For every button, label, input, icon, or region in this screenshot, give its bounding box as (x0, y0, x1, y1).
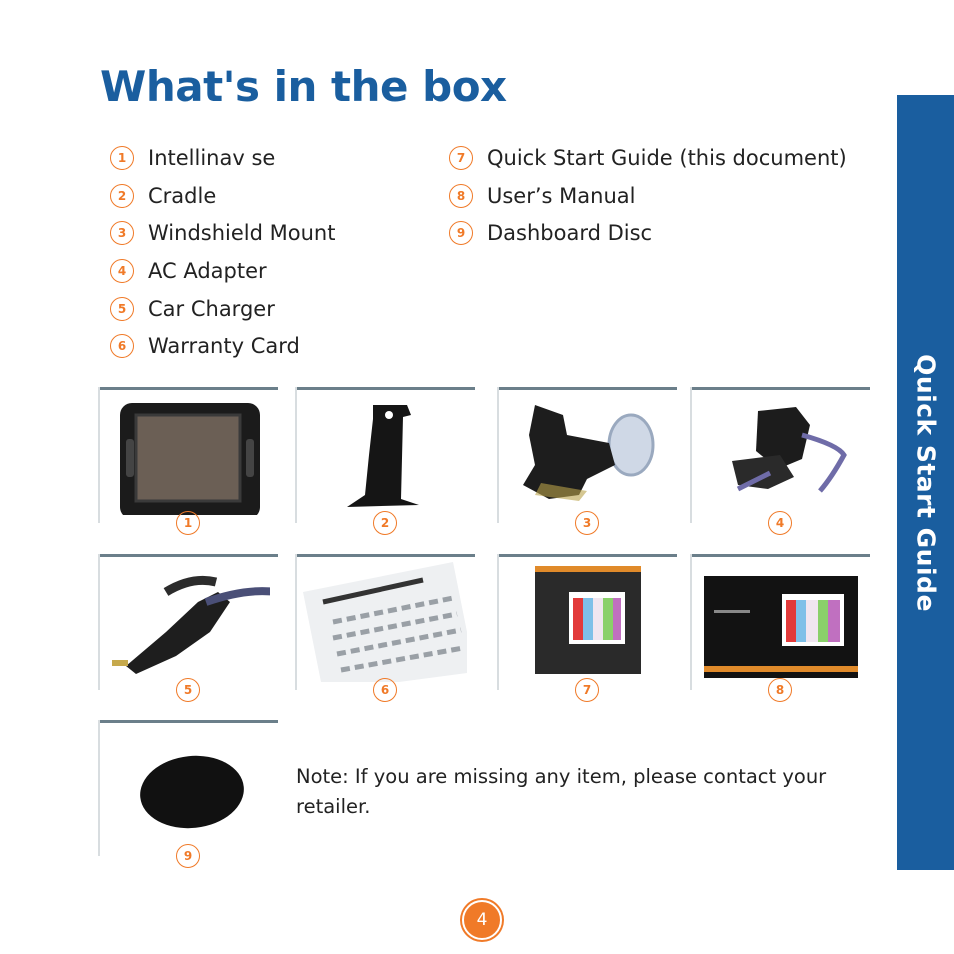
photo-tile-users-manual: 8 (690, 554, 870, 702)
quick-start-guide-photo (535, 566, 641, 674)
list-item: 2 Cradle (110, 182, 216, 210)
photo-number-badge: 1 (176, 511, 200, 535)
cradle-photo (347, 405, 419, 507)
item-number-badge: 4 (110, 259, 134, 283)
list-item: 9 Dashboard Disc (449, 219, 652, 247)
item-number-badge: 8 (449, 184, 473, 208)
gps-device-photo (120, 403, 260, 515)
photo-tile-navigator: 1 (98, 387, 278, 535)
item-number-badge: 7 (449, 146, 473, 170)
photo-tile-windshield-mount: 3 (497, 387, 677, 535)
missing-items-note: Note: If you are missing any item, pleas… (296, 765, 827, 818)
photo-tile-ac-adapter: 4 (690, 387, 870, 535)
page-title: What's in the box (100, 62, 507, 111)
photo-tile-quick-start-guide: 7 (497, 554, 677, 702)
item-label: Dashboard Disc (487, 221, 653, 245)
users-manual-photo (704, 576, 858, 678)
photo-number-badge: 3 (575, 511, 599, 535)
tile-top-rule (98, 720, 278, 723)
ac-adapter-photo (732, 407, 847, 493)
tile-left-edge (98, 387, 100, 523)
tile-left-edge (98, 720, 100, 856)
list-item: 8 User’s Manual (449, 182, 635, 210)
tile-top-rule (295, 554, 475, 557)
list-item: 4 AC Adapter (110, 257, 267, 285)
photo-number-badge: 9 (176, 844, 200, 868)
tile-left-edge (295, 554, 297, 690)
item-label: Car Charger (148, 297, 275, 321)
item-label: Quick Start Guide (this document) (487, 146, 847, 170)
item-label: User’s Manual (487, 184, 636, 208)
photo-number-badge: 6 (373, 678, 397, 702)
photo-tile-warranty-card: 6 (295, 554, 475, 702)
photo-number-badge: 5 (176, 678, 200, 702)
photo-number-badge: 2 (373, 511, 397, 535)
side-tab: Quick Start Guide (897, 95, 954, 870)
tile-top-rule (98, 554, 278, 557)
photo-number-badge: 7 (575, 678, 599, 702)
tile-left-edge (497, 554, 499, 690)
list-item: 7 Quick Start Guide (this document) (449, 144, 847, 172)
tile-left-edge (497, 387, 499, 523)
item-number-badge: 9 (449, 221, 473, 245)
tile-left-edge (690, 554, 692, 690)
photo-tile-car-charger: 5 (98, 554, 278, 702)
item-label: Intellinav se (148, 146, 276, 170)
item-number-badge: 1 (110, 146, 134, 170)
page-number: 4 (462, 900, 502, 940)
item-number-badge: 3 (110, 221, 134, 245)
item-label: Warranty Card (148, 334, 300, 358)
list-item: 1 Intellinav se (110, 144, 275, 172)
item-label: Windshield Mount (148, 221, 336, 245)
warranty-card-photo (303, 562, 467, 682)
tile-top-rule (497, 554, 677, 557)
item-label: AC Adapter (148, 259, 267, 283)
photo-number-badge: 4 (768, 511, 792, 535)
windshield-mount-photo (523, 405, 655, 501)
list-item: 3 Windshield Mount (110, 219, 335, 247)
tile-top-rule (295, 387, 475, 390)
tile-top-rule (690, 554, 870, 557)
item-number-badge: 5 (110, 297, 134, 321)
list-item: 6 Warranty Card (110, 332, 300, 360)
photo-tile-dashboard-disc: 9 (98, 720, 278, 868)
photo-number-badge: 8 (768, 678, 792, 702)
item-number-badge: 2 (110, 184, 134, 208)
tile-top-rule (690, 387, 870, 390)
side-tab-label: Quick Start Guide (911, 353, 940, 612)
item-number-badge: 6 (110, 334, 134, 358)
tile-left-edge (98, 554, 100, 690)
item-label: Cradle (148, 184, 217, 208)
list-item: 5 Car Charger (110, 295, 275, 323)
photo-tile-cradle: 2 (295, 387, 475, 535)
tile-left-edge (295, 387, 297, 523)
dashboard-disc-photo (140, 755, 244, 829)
tile-top-rule (497, 387, 677, 390)
tile-left-edge (690, 387, 692, 523)
tile-top-rule (98, 387, 278, 390)
car-charger-photo (112, 575, 270, 674)
